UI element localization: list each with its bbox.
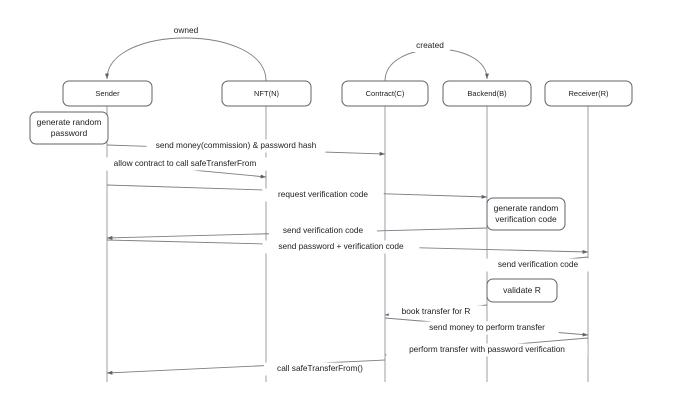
message-msg-perform-transfer-password-verification[interactable]: perform transfer with password verificat… [384,337,589,357]
actor-box-receiver [544,80,633,107]
note-generate-random-password-box [29,111,109,145]
actor-box-nft [221,80,312,107]
message-label-bg-msg-send-verification-code-to-sender [269,224,377,238]
message-label-msg-send-money-perform-transfer: send money to perform transfer [429,322,545,332]
note-generate-random-verification-code-line: generate random [494,203,559,213]
message-label-bg-msg-allow-contract [93,157,277,171]
message-label-bg-msg-send-money-perform-transfer [415,321,559,335]
arc-path-created [384,48,489,82]
message-label-msg-request-verification-code: request verification code [278,189,368,199]
message-label-bg-msg-send-verification-code-to-backend [484,258,592,272]
actor-label-sender: Sender [95,89,120,98]
message-msg-send-money-perform-transfer[interactable]: send money to perform transfer [384,317,589,337]
actor-contract[interactable]: Contract(C) [341,80,429,107]
note-generate-random-verification-code-box [486,197,566,231]
actor-label-receiver: Receiver(R) [568,89,609,98]
actor-nft[interactable]: NFT(N) [221,80,312,107]
messages-layer: send money(commission) & password hash al… [93,139,592,376]
message-label-msg-call-safetransferfrom: call safeTransferFrom() [277,363,363,373]
actor-box-backend [442,80,532,107]
message-label-bg-msg-call-safetransferfrom [263,362,377,376]
actor-backend[interactable]: Backend(B) [442,80,532,107]
message-label-msg-send-password-verification-code: send password + verification code [278,241,404,251]
message-label-msg-send-verification-code-to-sender: send verification code [283,225,364,235]
actor-sender[interactable]: Sender [62,80,153,107]
actor-box-sender [62,80,153,107]
message-label-msg-allow-contract: allow contract to call safeTransferFrom [114,158,257,168]
actor-label-nft: NFT(N) [254,89,279,98]
arc-created: created [384,40,489,82]
message-label-bg-msg-perform-transfer-password-verification [386,343,588,357]
message-msg-call-safetransferfrom[interactable]: call safeTransferFrom() [106,359,386,376]
message-msg-allow-contract[interactable]: allow contract to call safeTransferFrom [93,157,277,179]
message-arrow-msg-call-safetransferfrom [106,359,386,375]
actor-label-contract: Contract(C) [366,89,405,98]
message-label-msg-book-transfer-for-r: book transfer for R [402,306,471,316]
actor-receiver[interactable]: Receiver(R) [544,80,633,107]
message-label-msg-perform-transfer-password-verification: perform transfer with password verificat… [409,344,565,354]
message-msg-send-password-verification-code[interactable]: send password + verification code [106,239,589,254]
arc-path-owned [105,37,267,82]
message-msg-book-transfer-for-r[interactable]: book transfer for R [384,304,488,319]
arc-label-bg-owned [170,25,202,37]
note-validate-r-box [486,278,558,303]
message-label-msg-send-money-commission: send money(commission) & password hash [156,140,317,150]
note-generate-random-password-line: generate random [37,117,102,127]
arc-label-bg-created [409,40,451,52]
note-generate-random-password-line: password [51,128,88,138]
note-generate-random-verification-code-line: verification code [495,214,557,224]
message-msg-send-verification-code-to-backend[interactable]: send verification code [484,256,592,272]
message-label-bg-msg-request-verification-code [262,188,384,202]
note-validate-r-line: validate R [503,285,541,295]
message-msg-send-verification-code-to-sender[interactable]: send verification code [106,224,488,240]
actor-boxes-layer: Sender NFT(N) Contract(C) Backend(B) Receive… [62,80,633,107]
note-validate-r[interactable]: validate R [486,278,558,303]
arc-label-owned: owned [174,25,199,35]
actor-box-contract [341,80,429,107]
message-msg-send-money-commission[interactable]: send money(commission) & password hash [106,139,386,156]
relationship-arcs-layer: owned created [105,25,489,82]
message-label-bg-msg-send-money-commission [146,139,326,153]
message-label-bg-msg-book-transfer-for-r [388,305,484,319]
message-label-msg-send-verification-code-to-backend: send verification code [498,259,579,269]
arc-owned: owned [105,25,267,82]
actor-label-backend: Backend(B) [467,89,507,98]
message-msg-request-verification-code[interactable]: request verification code [106,184,488,202]
message-label-bg-msg-send-password-verification-code [262,240,420,254]
arc-label-created: created [416,40,444,50]
